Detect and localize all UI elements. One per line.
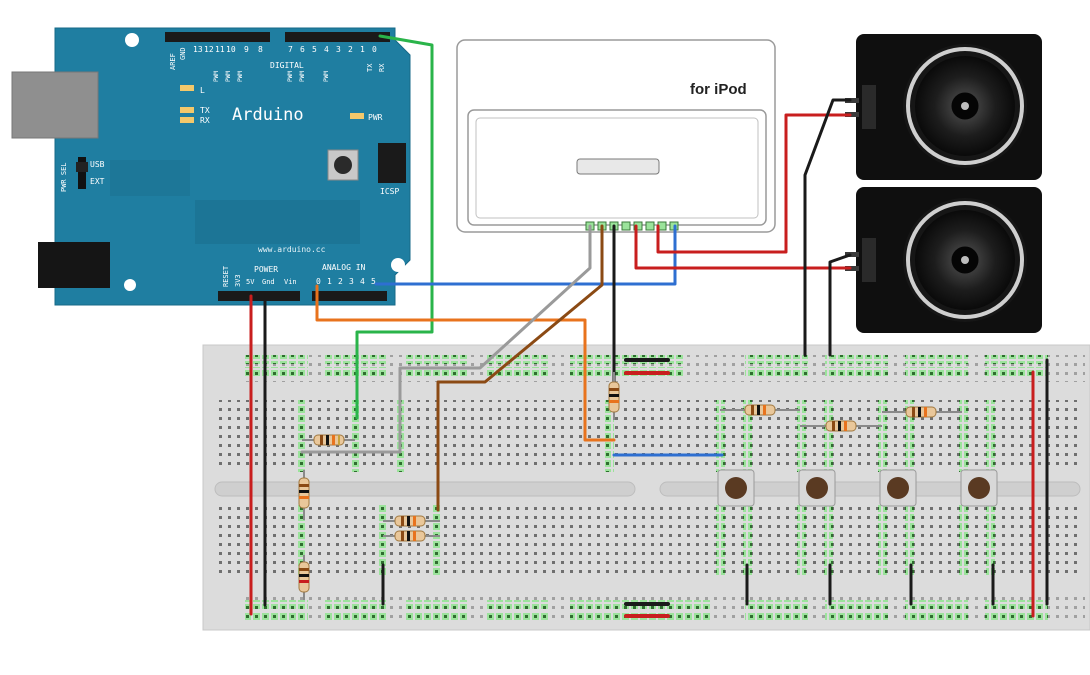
arduino-brand: Arduino (232, 105, 304, 125)
push-button-3[interactable] (879, 469, 917, 507)
aref-label: AREF (169, 53, 177, 70)
resistor-8 (800, 420, 882, 432)
resistor-4 (383, 515, 440, 527)
pin-1-label: 1 (360, 45, 365, 54)
pin-3-label: 3 (336, 45, 341, 54)
rx-top-label: RX (378, 63, 386, 72)
resistor-3 (298, 555, 310, 600)
lower-terminal-strip (215, 505, 1080, 575)
pin-10-label: 10 (226, 45, 236, 54)
icsp-header (378, 143, 406, 183)
analog-0-label: 0 (316, 277, 321, 286)
push-button-4[interactable] (960, 469, 998, 507)
wire-blue-analog (374, 224, 677, 286)
pin-11-label: 11 (215, 45, 225, 54)
tx-top-label: TX (366, 63, 374, 72)
pwm-label-6: PWM (323, 71, 330, 82)
analog-in-label: ANALOG IN (322, 263, 366, 272)
pin-0-label: 0 (372, 45, 377, 54)
icsp-label: ICSP (380, 187, 399, 196)
pin-5-label: 5 (312, 45, 317, 54)
pin-12-label: 12 (204, 45, 214, 54)
power-label: POWER (254, 265, 278, 274)
wire-red-speaker-bottom (634, 224, 852, 270)
analog-5-label: 5 (371, 277, 376, 286)
push-button-2[interactable] (798, 469, 836, 507)
pwm-label-2: PWM (225, 71, 232, 82)
resistor-9 (882, 406, 962, 418)
pin-7-label: 7 (288, 45, 293, 54)
reset-label: RESET (222, 265, 230, 287)
power-header (218, 291, 300, 301)
resistor-6 (608, 372, 620, 420)
resistor-2 (298, 470, 310, 520)
wire-gray (300, 224, 592, 454)
analog-2-label: 2 (338, 277, 343, 286)
upper-terminal-strip (215, 400, 1080, 470)
v33-label: 3V3 (234, 274, 242, 287)
usb-connector (11, 71, 99, 139)
wire-brown (436, 224, 604, 512)
arduino-url: www.arduino.cc (258, 245, 326, 254)
power-jack (38, 242, 110, 288)
ipod-dock-label: for iPod (690, 81, 747, 98)
pwm-label-1: PWM (213, 71, 220, 82)
v5-label: 5V (246, 278, 255, 286)
analog-header (312, 291, 387, 301)
wire-black-speaker-bottom (828, 253, 852, 357)
led-tx-label: TX (200, 106, 210, 115)
pwm-label-5: PWM (299, 71, 306, 82)
speaker-top (845, 34, 1042, 180)
gnd-top-label: GND (179, 47, 187, 60)
pwr-led-label: PWR (368, 113, 383, 122)
wire-orange (315, 284, 616, 442)
wire-green-tx (355, 34, 434, 420)
resistor-7 (720, 404, 800, 416)
led-l-label: L (200, 86, 205, 95)
push-buttons (717, 469, 998, 507)
pin-8-label: 8 (258, 45, 263, 54)
pwm-label-3: PWM (237, 71, 244, 82)
dock-connector (576, 158, 660, 175)
pin-2-label: 2 (348, 45, 353, 54)
push-button-1[interactable] (717, 469, 755, 507)
pin-9-label: 9 (244, 45, 249, 54)
ext-label: EXT (90, 177, 105, 186)
top-pin-numbers: 13 12 11 10 9 8 7 6 5 4 3 2 1 0 (193, 45, 377, 54)
wire-red-speaker-top (656, 113, 852, 254)
pwr-sel-label: PWR SEL (60, 162, 68, 192)
gnd-pins-label: Gnd (262, 278, 275, 286)
analog-3-label: 3 (349, 277, 354, 286)
digital-header-right (285, 32, 390, 42)
usb-label: USB (90, 160, 105, 169)
resistors (298, 372, 962, 600)
ipod-dock: for iPod (456, 39, 776, 233)
analog-1-label: 1 (327, 277, 332, 286)
center-channel (214, 481, 636, 497)
pin-4-label: 4 (324, 45, 329, 54)
led-rx-label: RX (200, 116, 210, 125)
breadboard (202, 344, 1090, 631)
vin-label: Vin (284, 278, 297, 286)
pin-6-label: 6 (300, 45, 305, 54)
digital-label: DIGITAL (270, 61, 304, 70)
reset-button[interactable] (327, 149, 359, 181)
arduino-board: Arduino www.arduino.cc DIGITAL L TX RX P… (11, 27, 411, 306)
analog-4-label: 4 (360, 277, 365, 286)
wires (249, 34, 1049, 618)
speaker-bottom (845, 187, 1042, 333)
resistor-1 (302, 434, 355, 446)
analog-pin-numbers: 0 1 2 3 4 5 (316, 277, 376, 286)
pwm-label-4: PWM (287, 71, 294, 82)
wire-black-speaker-top (803, 98, 852, 357)
pin-13-label: 13 (193, 45, 203, 54)
digital-header-left (165, 32, 270, 42)
resistor-5 (383, 530, 440, 542)
